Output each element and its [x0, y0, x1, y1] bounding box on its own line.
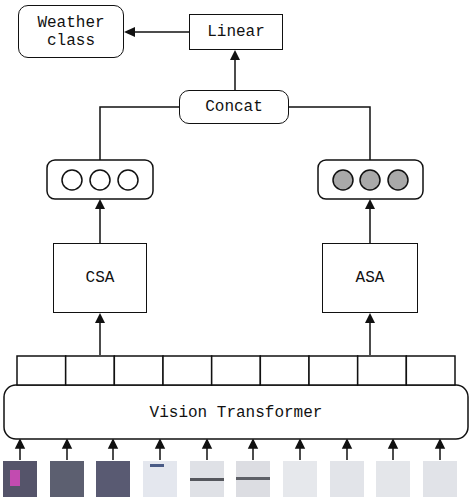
node-label: Weather class	[27, 14, 115, 50]
feature-vector	[47, 160, 153, 199]
output-box: Weather class	[18, 5, 124, 58]
image-patch	[423, 461, 457, 497]
token-cell	[212, 356, 261, 385]
image-patch	[190, 461, 224, 497]
image-patch-detail	[190, 478, 224, 481]
patch-arrows	[16, 440, 444, 460]
vector-element	[388, 170, 408, 190]
connector-arrow	[289, 107, 375, 243]
image-patch	[376, 461, 410, 497]
attention-box: ASA	[322, 243, 418, 313]
concat-box: Concat	[179, 90, 289, 124]
connector-arrow	[95, 313, 105, 355]
layer-box: Linear	[189, 14, 283, 50]
image-patch	[236, 461, 270, 497]
vector-element	[118, 170, 138, 190]
token-cell	[163, 356, 212, 385]
token-cell	[17, 356, 66, 385]
node-label: Concat	[205, 98, 263, 116]
image-patch-detail	[10, 470, 20, 486]
token-cell	[406, 356, 455, 385]
connector-arrow	[95, 107, 179, 243]
token-cell	[309, 356, 358, 385]
feature-vector	[318, 160, 423, 199]
image-patch	[330, 461, 364, 497]
connector-arrow	[365, 313, 375, 355]
image-patch	[3, 461, 37, 497]
vector-element	[360, 170, 380, 190]
transformer-outline	[3, 355, 469, 440]
image-patch-detail	[150, 464, 164, 467]
image-patch	[96, 461, 130, 497]
image-patch-detail	[236, 477, 270, 480]
connector-arrow	[230, 50, 240, 90]
token-cell	[358, 356, 407, 385]
token-cell	[66, 356, 115, 385]
node-label: Vision Transformer	[150, 404, 323, 422]
node-label: CSA	[86, 269, 115, 287]
image-patches	[3, 461, 457, 497]
node-label: Linear	[207, 23, 265, 41]
vector-element	[90, 170, 110, 190]
node-label: ASA	[356, 269, 385, 287]
vector-element	[62, 170, 82, 190]
connector-arrow	[124, 27, 189, 37]
vector-element	[333, 170, 353, 190]
image-patch	[143, 461, 177, 497]
image-patch	[283, 461, 317, 497]
transformer-box: Vision Transformer	[3, 355, 469, 440]
image-patch	[50, 461, 84, 497]
token-cell	[260, 356, 309, 385]
token-cell	[114, 356, 163, 385]
attention-box: CSA	[53, 243, 147, 313]
